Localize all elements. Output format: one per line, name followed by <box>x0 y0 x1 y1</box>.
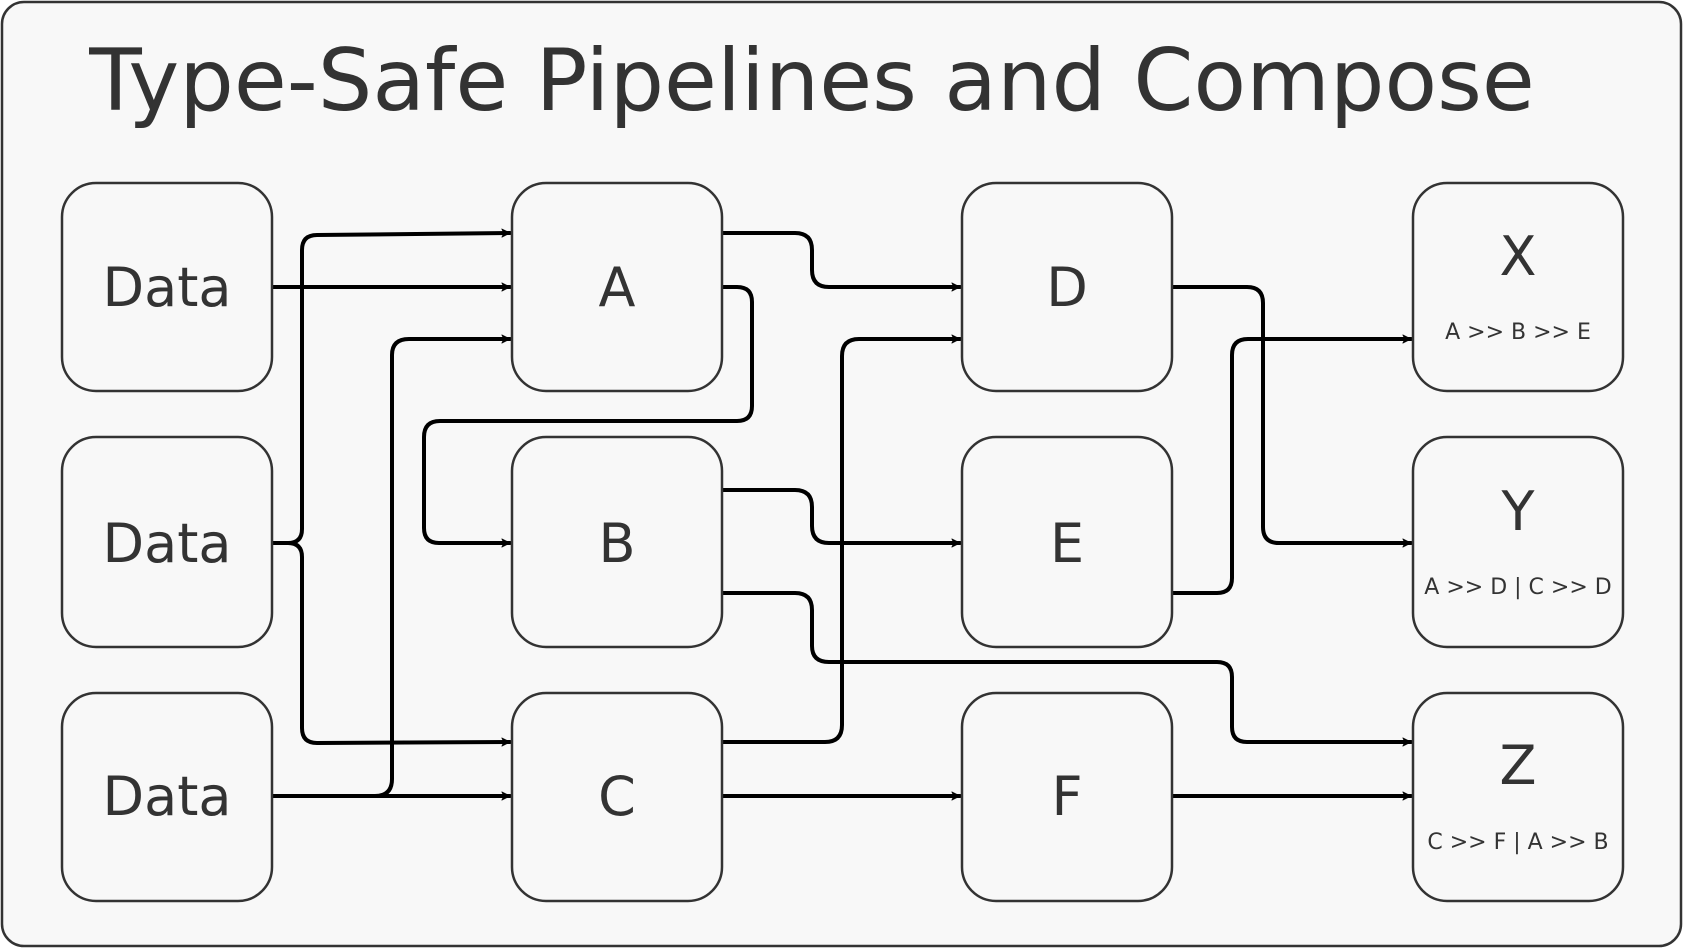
edge-a-to-d <box>720 231 962 287</box>
node-data-3-label: Data <box>103 765 232 828</box>
node-y: Y A >> D | C >> D <box>1411 435 1625 649</box>
node-data-3: Data <box>60 691 274 903</box>
edges-layer <box>270 231 1413 798</box>
node-a-label: A <box>599 256 636 319</box>
node-y-label: Y <box>1501 480 1536 543</box>
edge-b-to-e <box>720 488 962 543</box>
node-x-label: X <box>1500 225 1537 288</box>
edge-c-to-d <box>720 339 962 744</box>
node-y-subtitle: A >> D | C >> D <box>1424 575 1611 600</box>
edge-e-to-x <box>1170 339 1413 595</box>
node-b-label: B <box>598 512 635 575</box>
node-e-label: E <box>1050 512 1084 575</box>
node-c: C <box>510 691 724 903</box>
diagram-title: Type-Safe Pipelines and Compose <box>88 31 1535 131</box>
node-data-2: Data <box>60 435 274 649</box>
edge-data2-to-c <box>270 541 512 743</box>
node-z-subtitle: C >> F | A >> B <box>1427 830 1608 855</box>
edge-b-to-z <box>720 591 1413 742</box>
node-b: B <box>510 435 724 649</box>
node-d-label: D <box>1046 256 1088 319</box>
node-c-label: C <box>598 765 636 828</box>
node-data-2-label: Data <box>103 512 232 575</box>
nodes-layer: Data Data Data A B C D E <box>60 181 1625 903</box>
node-data-1: Data <box>60 181 274 393</box>
node-e: E <box>960 435 1174 649</box>
node-z: Z C >> F | A >> B <box>1411 691 1625 903</box>
node-data-1-label: Data <box>103 256 232 319</box>
node-z-label: Z <box>1500 734 1537 797</box>
edge-a-to-b <box>422 285 754 543</box>
node-d: D <box>960 181 1174 393</box>
node-x-subtitle: A >> B >> E <box>1445 320 1591 345</box>
node-x: X A >> B >> E <box>1411 181 1625 393</box>
node-f: F <box>960 691 1174 903</box>
node-a: A <box>510 181 724 393</box>
node-f-label: F <box>1051 765 1082 828</box>
edge-data3-to-a <box>270 339 512 798</box>
edge-d-to-y <box>1170 285 1413 543</box>
